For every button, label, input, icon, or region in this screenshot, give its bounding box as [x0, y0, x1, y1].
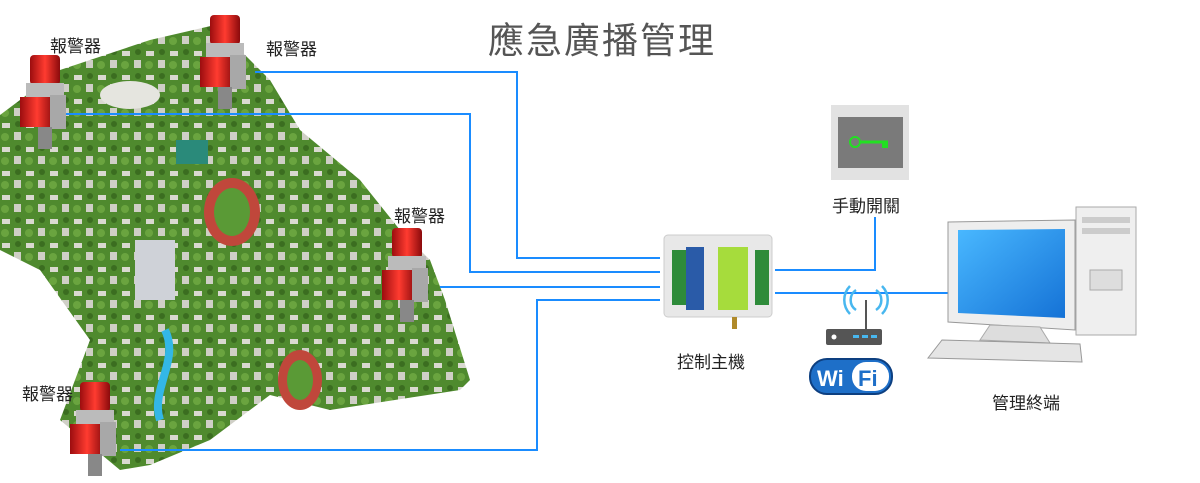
- connection-lines: [65, 71, 948, 451]
- line-alarm-top: [255, 71, 660, 259]
- controller-device: [663, 234, 773, 329]
- terminal-label: 管理終端: [992, 394, 1060, 414]
- wifi-logo-left: Wi: [817, 366, 844, 391]
- wifi-logo-right: Fi: [858, 366, 878, 391]
- alarm-label: 報警器: [394, 207, 445, 227]
- alarm-label: 報警器: [50, 37, 101, 57]
- alarm-icon: [200, 15, 246, 109]
- alarm-icon: [382, 228, 428, 322]
- alarm-icon: [20, 55, 66, 149]
- alarm-icon: [70, 382, 116, 476]
- wifi-logo: Wi Fi: [809, 358, 893, 395]
- line-alarm-left: [65, 113, 660, 273]
- wifi-router-icon: [826, 285, 889, 345]
- campus-map: [0, 25, 470, 470]
- alarm-label: 報警器: [22, 385, 73, 405]
- manual-switch-label: 手動開關: [832, 197, 900, 217]
- line-alarm-bottom: [120, 299, 660, 451]
- line-switch: [775, 217, 876, 271]
- alarm-label: 報警器: [266, 40, 317, 60]
- controller-label: 控制主機: [677, 353, 745, 373]
- computer-terminal-icon: [926, 206, 1137, 363]
- key-switch-icon: [831, 105, 909, 180]
- diagram-title: 應急廣播管理: [488, 21, 717, 62]
